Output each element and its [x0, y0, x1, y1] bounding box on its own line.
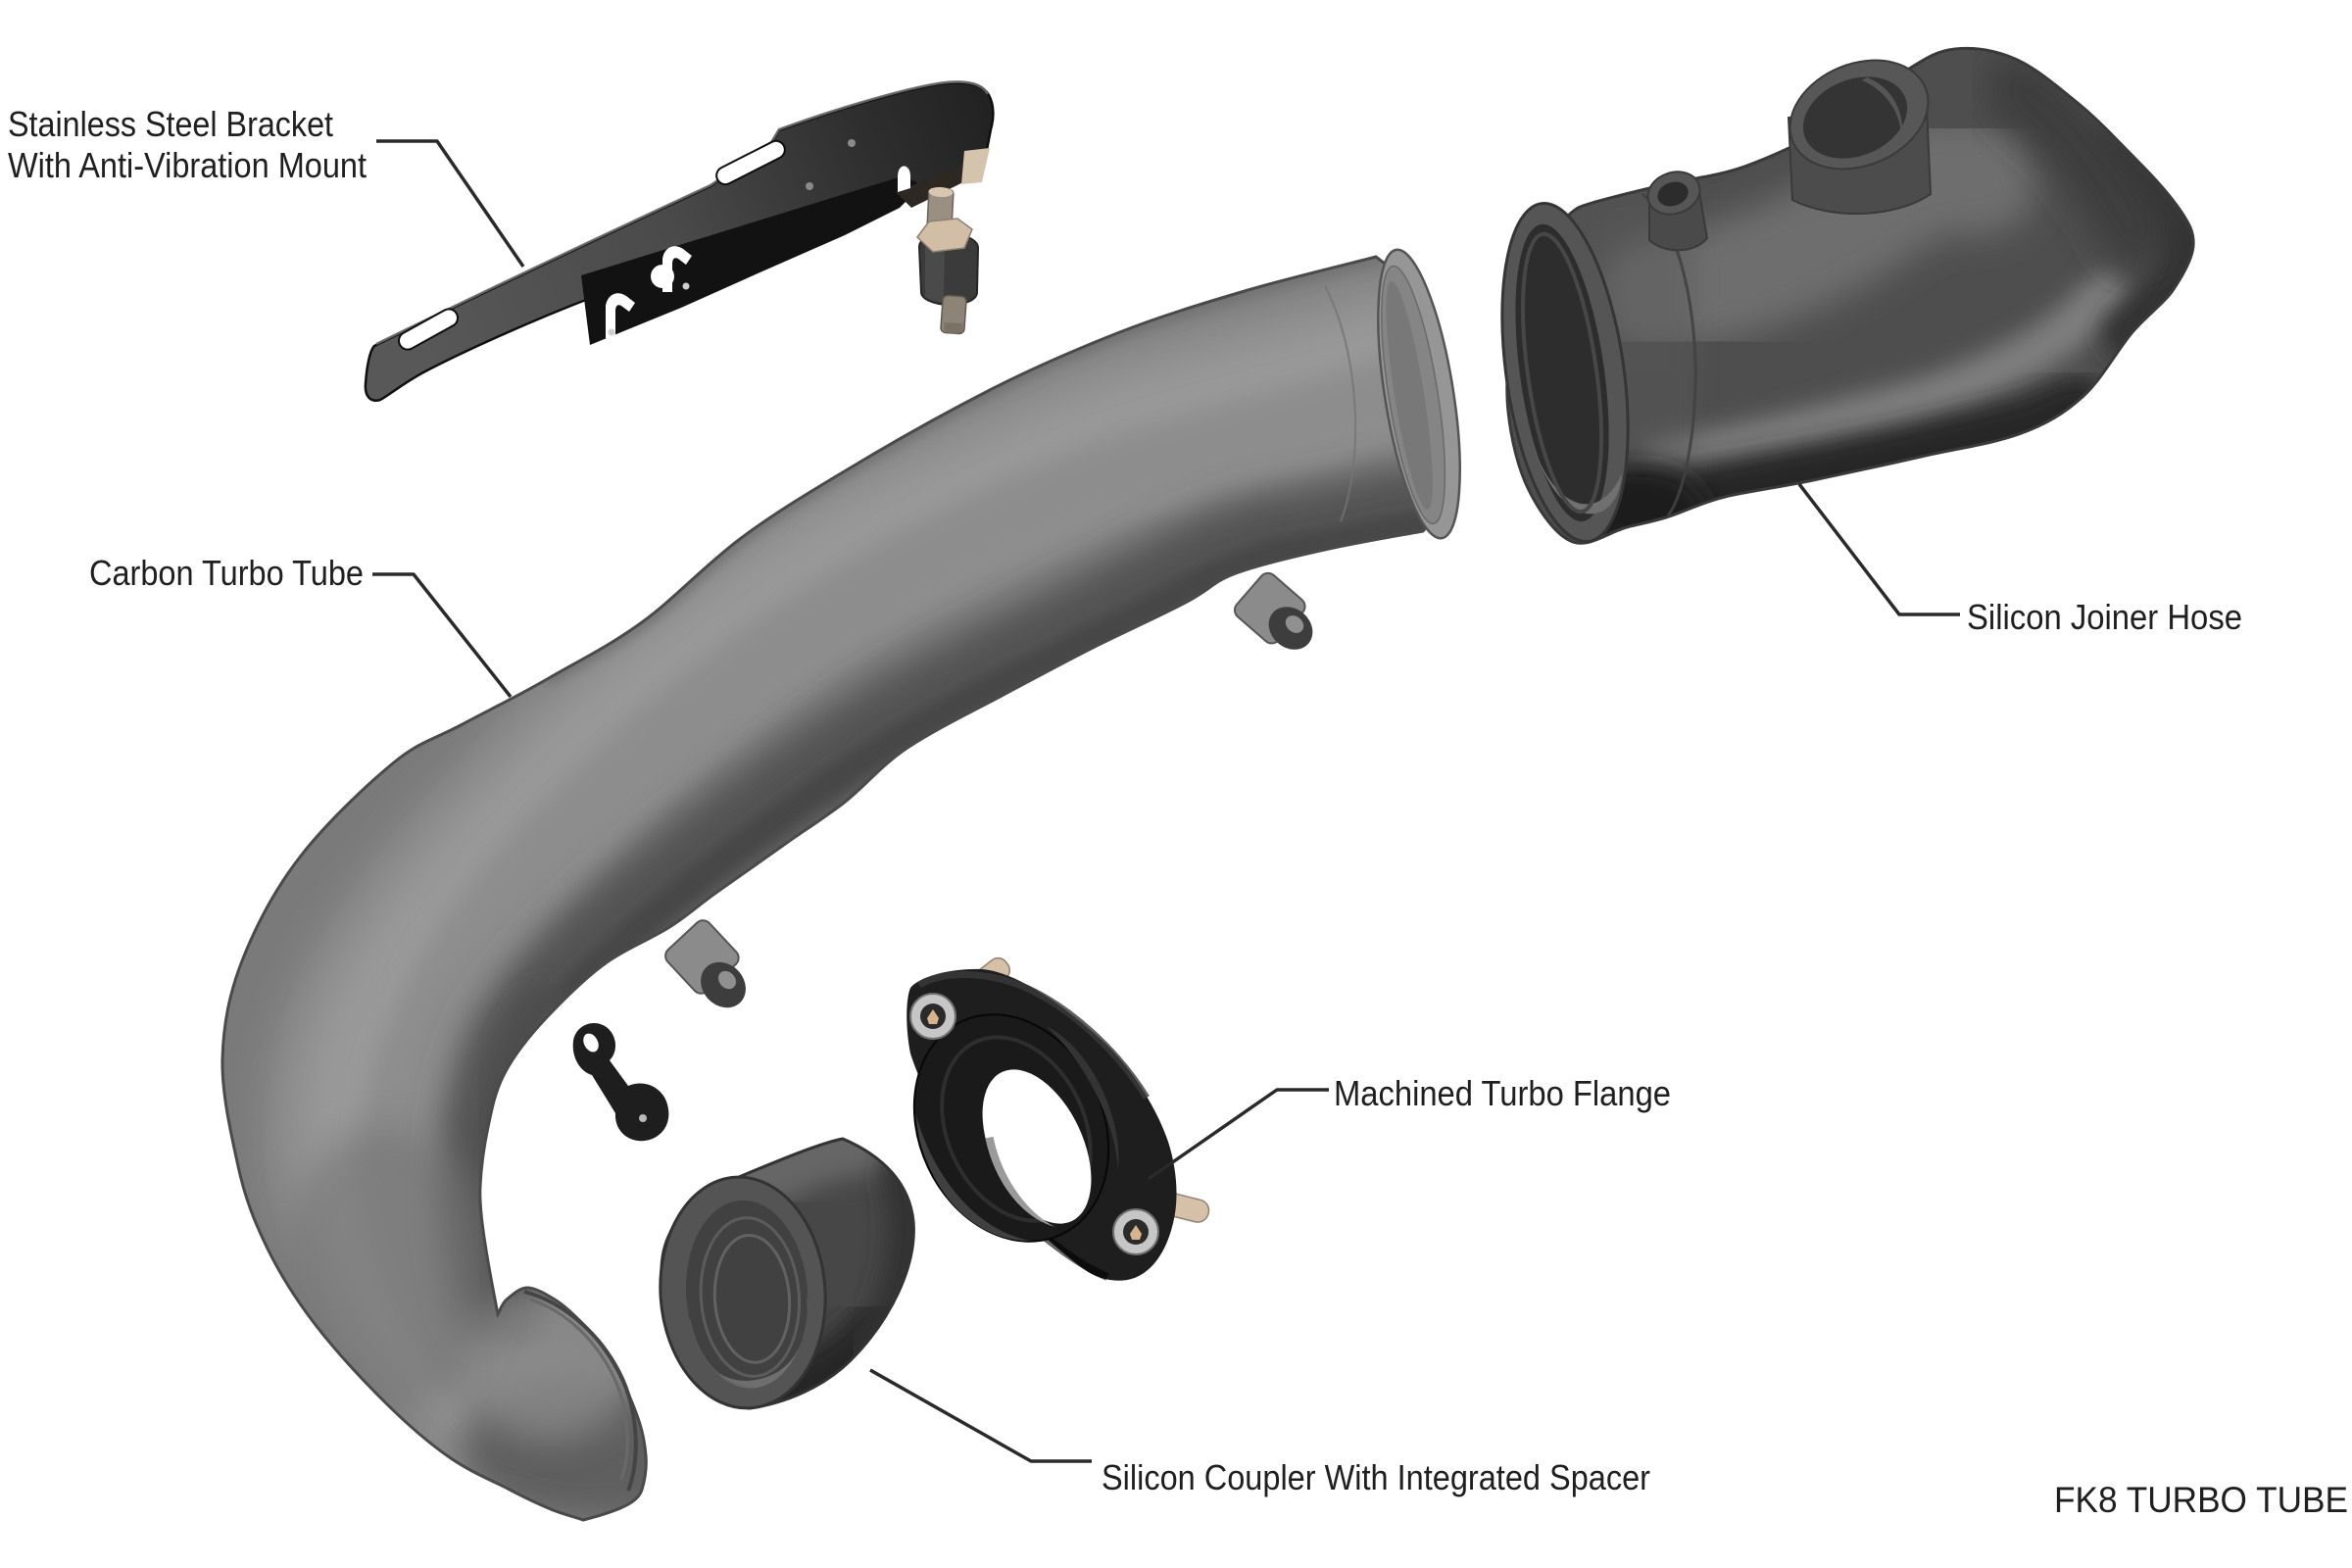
svg-text:Silicon Joiner Hose: Silicon Joiner Hose: [1967, 597, 2242, 637]
svg-text:Machined Turbo Flange: Machined Turbo Flange: [1334, 1073, 1671, 1113]
svg-text:Carbon Turbo Tube: Carbon Turbo Tube: [89, 553, 364, 593]
svg-text:With Anti-Vibration Mount: With Anti-Vibration Mount: [8, 145, 367, 185]
svg-text:Stainless Steel Bracket: Stainless Steel Bracket: [8, 104, 333, 144]
svg-text:FK8 TURBO TUBE: FK8 TURBO TUBE: [2054, 1480, 2348, 1520]
svg-text:Silicon Coupler With Integrate: Silicon Coupler With Integrated Spacer: [1102, 1457, 1650, 1497]
